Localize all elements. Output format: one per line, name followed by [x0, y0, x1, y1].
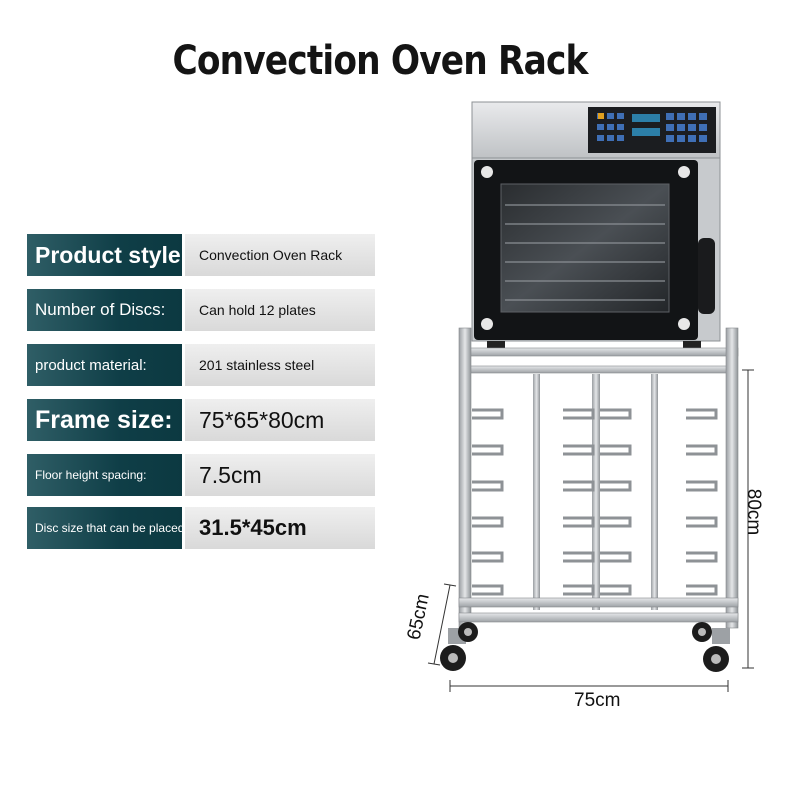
spec-value: 201 stainless steel [185, 344, 375, 386]
spec-row-disc-size: Disc size that can be placed: 31.5*45cm [27, 507, 375, 549]
caster-wheels-icon [440, 622, 730, 672]
spec-row-frame-size: Frame size: 75*65*80cm [27, 399, 375, 441]
dimension-lines [427, 369, 754, 692]
spec-row-product-material: product material: 201 stainless steel [27, 344, 375, 386]
tray-runners [472, 408, 718, 596]
oven-rack-frame [458, 327, 739, 629]
spec-label: Disc size that can be placed: [27, 507, 182, 549]
spec-label: Floor height spacing: [27, 454, 182, 496]
spec-value: 75*65*80cm [185, 399, 375, 441]
spec-label: Number of Discs: [27, 289, 182, 331]
oven-trays [505, 204, 665, 301]
spec-row-floor-height-spacing: Floor height spacing: 7.5cm [27, 454, 375, 496]
display-readout-icon [632, 114, 660, 136]
spec-label: Frame size: [27, 399, 182, 441]
spec-label: product material: [27, 344, 182, 386]
spec-value: Convection Oven Rack [185, 234, 375, 276]
door-handle-icon [698, 238, 715, 314]
spec-row-product-style: Product style: Convection Oven Rack [27, 234, 375, 276]
height-dimension-label: 80cm [743, 488, 765, 536]
page-title: Convection Oven Rack [172, 38, 588, 84]
spec-value: 31.5*45cm [185, 507, 375, 549]
convection-oven [471, 101, 721, 352]
spec-row-number-of-discs: Number of Discs: Can hold 12 plates [27, 289, 375, 331]
spec-label: Product style: [27, 234, 182, 276]
spec-value: 7.5cm [185, 454, 375, 496]
width-dimension-label: 75cm [574, 690, 621, 711]
spec-value: Can hold 12 plates [185, 289, 375, 331]
